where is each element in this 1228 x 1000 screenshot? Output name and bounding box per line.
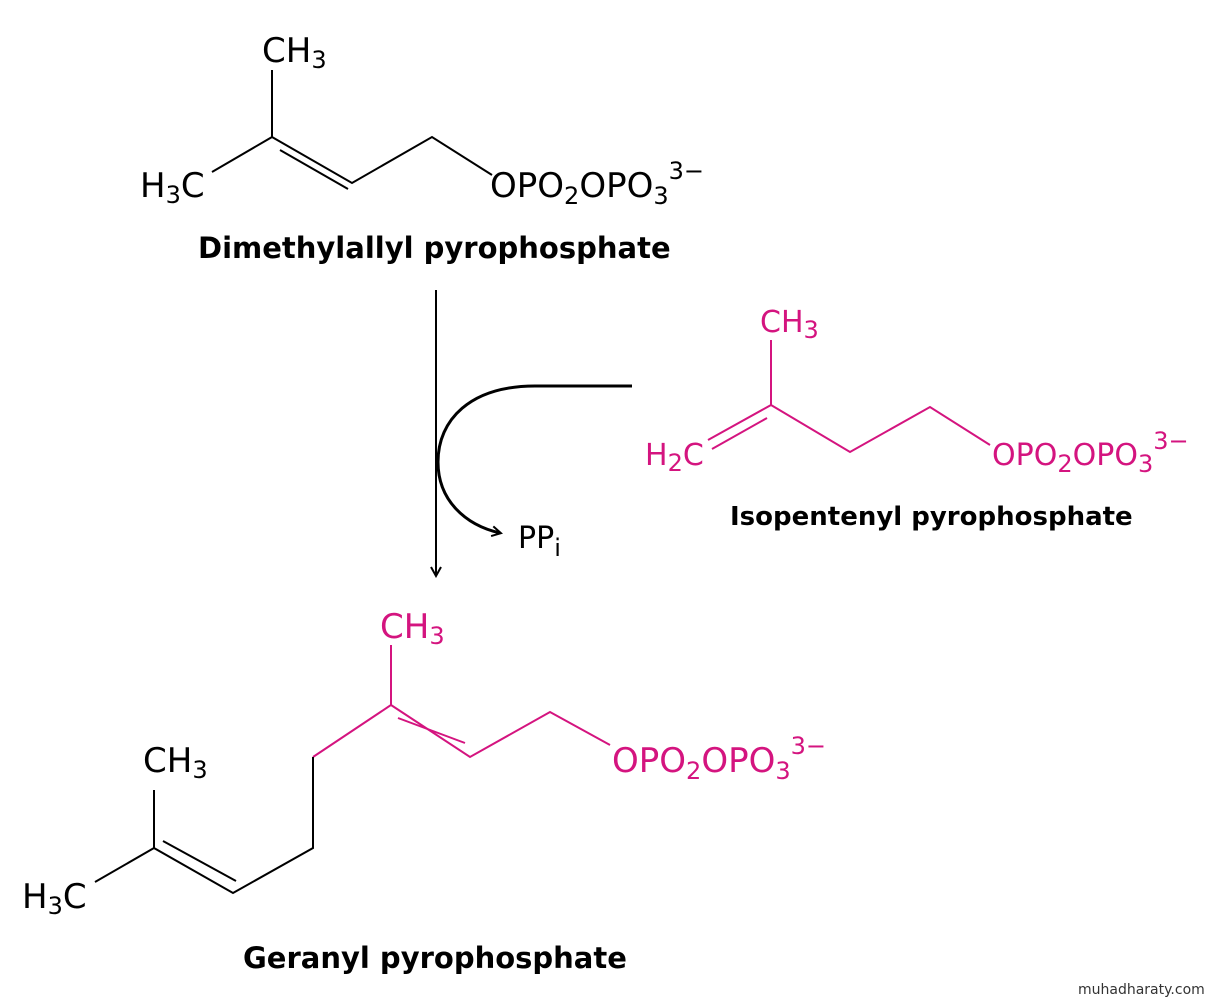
ipp-bonds xyxy=(707,340,991,454)
ipp-pyrophosphate: OPO2OPO33− xyxy=(992,427,1189,478)
ipp-name: Isopentenyl pyrophosphate xyxy=(730,502,1133,532)
gpp-ch3-top: CH3 xyxy=(380,607,445,650)
ipp-h2c: H2C xyxy=(645,438,704,477)
gpp-black-double-bond xyxy=(162,840,237,882)
dmapp-bonds xyxy=(211,70,493,185)
dmapp-h3c: H3C xyxy=(140,166,205,209)
gpp-black-bonds xyxy=(94,757,314,895)
gpp-magenta-bonds xyxy=(312,645,611,759)
dimethylallyl-pyrophosphate: CH3 H3C OPO2OPO33− Dimethylallyl pyropho… xyxy=(140,31,704,265)
dmapp-name: Dimethylallyl pyrophosphate xyxy=(198,231,671,265)
isopentenyl-pyrophosphate: CH3 H2C OPO2OPO33− Isopentenyl pyrophosp… xyxy=(645,305,1189,532)
gpp-name: Geranyl pyrophosphate xyxy=(243,941,627,975)
geranyl-pyrophosphate: CH3 CH3 H3C OPO2OPO33− Geranyl pyrophosp… xyxy=(22,607,826,975)
gpp-pyrophosphate: OPO2OPO33− xyxy=(612,732,826,785)
gpp-magenta-double-bond xyxy=(397,717,466,744)
gpp-ch3-left: CH3 xyxy=(143,741,208,784)
dmapp-double-bond xyxy=(279,149,349,190)
watermark: muhadharaty.com xyxy=(1078,982,1205,998)
dmapp-ch3: CH3 xyxy=(262,31,327,74)
ipp-double-bond xyxy=(711,417,768,450)
dmapp-pyrophosphate: OPO2OPO33− xyxy=(490,157,704,210)
curved-arrow xyxy=(436,384,632,533)
ipp-ch3: CH3 xyxy=(760,305,819,344)
pyrophosphate-byproduct: PPi xyxy=(518,521,561,562)
gpp-h3c: H3C xyxy=(22,877,87,920)
